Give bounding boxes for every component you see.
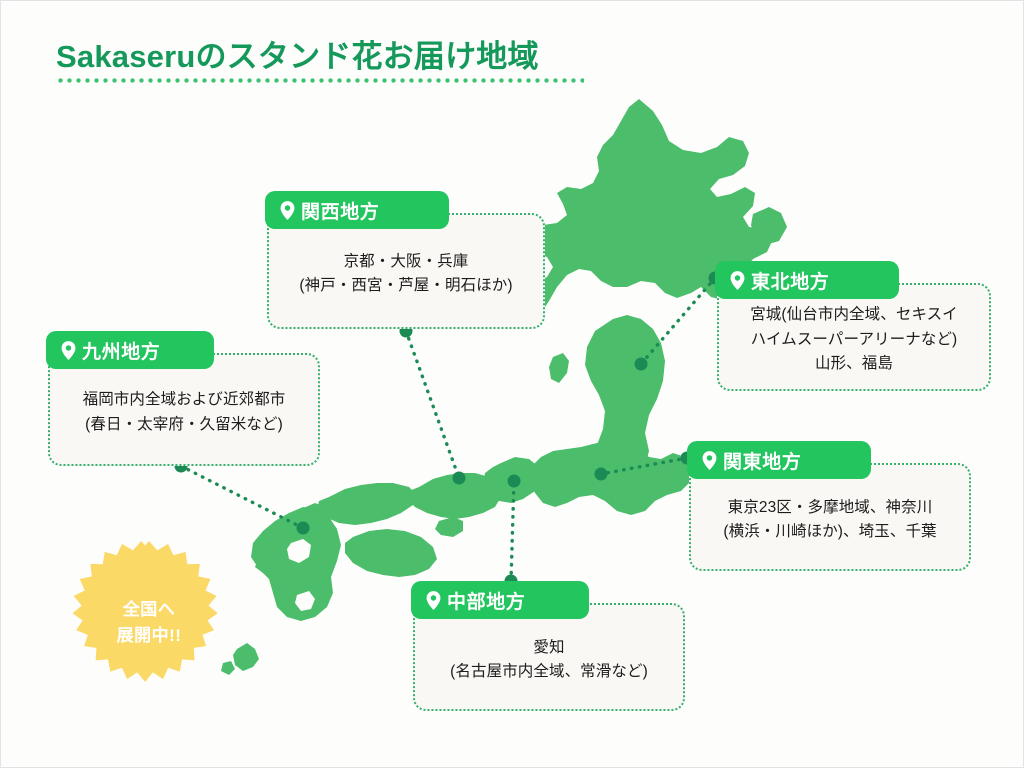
region-header-kansai[interactable]: 関西地方 <box>265 191 449 229</box>
island-okinawa <box>233 643 259 671</box>
map-pin-icon <box>702 450 717 470</box>
map-pin-icon <box>426 590 441 610</box>
region-body-text-kyushu: 福岡市内全域および近郊都市 (春日・太宰府・久留米など) <box>82 391 286 433</box>
region-header-label-tohoku: 東北地方 <box>751 271 830 293</box>
region-body-text-chubu: 愛知 (名古屋市内全域、常滑など) <box>450 638 648 680</box>
region-header-tohoku[interactable]: 東北地方 <box>715 261 899 299</box>
island-honshu-kinki <box>407 473 501 519</box>
island-honshu-north <box>585 315 665 479</box>
island-honshu-kanto <box>529 437 693 515</box>
kyushu-notch-2 <box>295 591 315 611</box>
nationwide-expansion-badge: 全国へ 展開中!! <box>63 537 235 709</box>
goto-islands <box>255 553 275 573</box>
island-kyushu <box>251 507 341 621</box>
seto-islets <box>435 517 463 537</box>
tohoku-connector <box>639 276 717 366</box>
region-body-text-tohoku: 宮城(仙台市内全域、セキスイ ハイムスーパーアリーナなど) 山形、福島 <box>750 306 958 373</box>
kyushu-anchor-map <box>296 521 310 535</box>
region-body-kanto: 東京23区・多摩地域、神奈川 (横浜・川崎ほか)、埼玉、千葉 <box>689 463 971 571</box>
map-pin-icon <box>280 200 295 220</box>
kansai-anchor-map <box>452 471 466 485</box>
region-body-tohoku: 宮城(仙台市内全域、セキスイ ハイムスーパーアリーナなど) 山形、福島 <box>717 283 991 391</box>
region-header-label-kanto: 関東地方 <box>723 451 802 473</box>
region-body-text-kansai: 京都・大阪・兵庫 (神戸・西宮・芦屋・明石ほか) <box>299 252 513 294</box>
region-header-chubu[interactable]: 中部地方 <box>411 581 589 619</box>
starburst-shape <box>72 541 218 682</box>
kyushu-notch <box>287 539 311 563</box>
title-dotted-underline <box>56 77 584 83</box>
island-hokkaido-tail <box>751 207 787 245</box>
okinawa-small <box>221 661 235 675</box>
noto-peninsula <box>549 353 569 383</box>
kyushu-connector <box>179 464 305 530</box>
page-title: Sakaseruのスタンド花お届け地域 <box>56 39 584 83</box>
page-title-text: Sakaseruのスタンド花お届け地域 <box>56 39 539 74</box>
region-header-label-kansai: 関西地方 <box>301 201 380 223</box>
tohoku-anchor-map <box>634 357 648 371</box>
island-hokkaido <box>517 99 773 319</box>
region-header-kanto[interactable]: 関東地方 <box>687 441 871 479</box>
island-honshu-chugoku <box>317 483 417 525</box>
region-header-label-kyushu: 九州地方 <box>82 341 161 363</box>
kanto-anchor-map <box>594 467 608 481</box>
region-header-kyushu[interactable]: 九州地方 <box>46 331 214 369</box>
chubu-connector <box>509 479 516 583</box>
region-body-chubu: 愛知 (名古屋市内全域、常滑など) <box>413 603 685 711</box>
kanto-connector <box>599 456 689 476</box>
region-body-kansai: 京都・大阪・兵庫 (神戸・西宮・芦屋・明石ほか) <box>267 213 545 329</box>
island-shikoku <box>345 529 437 577</box>
map-pin-icon <box>730 270 745 290</box>
region-body-text-kanto: 東京23区・多摩地域、神奈川 (横浜・川崎ほか)、埼玉、千葉 <box>723 498 937 540</box>
region-body-kyushu: 福岡市内全域および近郊都市 (春日・太宰府・久留米など) <box>48 353 320 466</box>
kansai-connector <box>404 329 461 480</box>
chubu-anchor-map <box>507 474 521 488</box>
map-pin-icon <box>61 340 76 360</box>
region-header-label-chubu: 中部地方 <box>447 591 526 613</box>
